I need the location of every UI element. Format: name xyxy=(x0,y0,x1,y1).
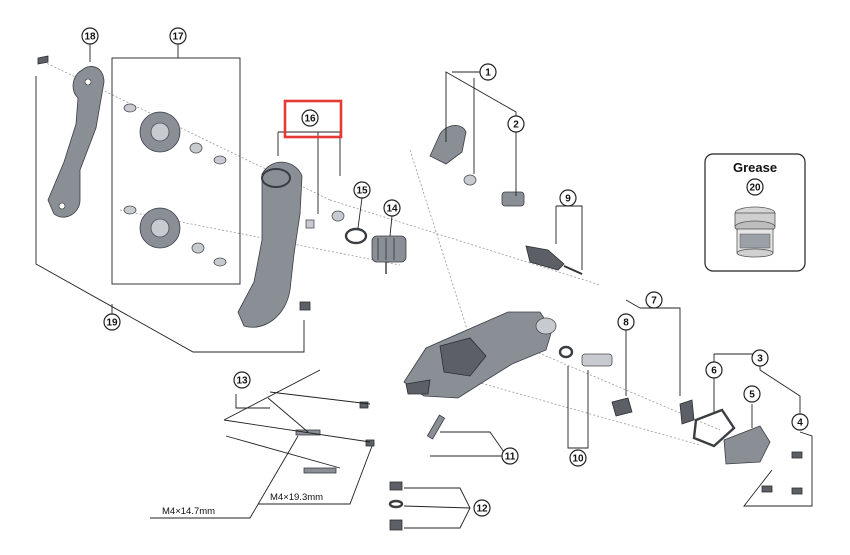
part-10-axle xyxy=(558,345,613,367)
callout-10: 10 xyxy=(569,449,587,467)
part-13-bolts xyxy=(295,401,375,474)
callout-9: 9 xyxy=(559,189,577,207)
part-6-gasket xyxy=(692,408,736,448)
callout-3: 3 xyxy=(751,349,769,367)
part-4-screws xyxy=(761,451,803,495)
part-15-ring xyxy=(331,210,368,245)
svg-text:12: 12 xyxy=(476,504,488,515)
highlight-box-16 xyxy=(283,99,343,139)
svg-text:16: 16 xyxy=(304,114,316,125)
callout-14: 14 xyxy=(383,199,401,217)
svg-text:14: 14 xyxy=(386,204,398,215)
callout-18: 18 xyxy=(81,27,99,45)
svg-text:17: 17 xyxy=(172,32,184,43)
svg-text:5: 5 xyxy=(749,390,755,401)
callout-5: 5 xyxy=(743,385,761,403)
callout-1: 1 xyxy=(479,63,497,81)
grease-box: Grease 20 xyxy=(704,153,806,272)
svg-text:9: 9 xyxy=(565,194,571,205)
svg-text:8: 8 xyxy=(623,318,629,329)
callout-17: 17 xyxy=(169,27,187,45)
svg-text:6: 6 xyxy=(711,366,717,377)
part-7-cylinder xyxy=(679,399,695,425)
svg-text:10: 10 xyxy=(572,454,584,465)
part-18-outer-plate xyxy=(37,55,105,218)
part-16-inner-plate xyxy=(237,161,315,328)
callout-20: 20 xyxy=(749,183,761,194)
callout-2: 2 xyxy=(507,115,525,133)
svg-text:11: 11 xyxy=(505,452,516,463)
svg-text:19: 19 xyxy=(106,318,118,329)
main-body xyxy=(403,311,557,399)
part-17-pulley-group xyxy=(111,57,241,285)
grease-title: Grease xyxy=(733,160,777,175)
part-11-pin xyxy=(426,414,446,440)
svg-text:3: 3 xyxy=(757,354,763,365)
callout-15: 15 xyxy=(353,181,371,199)
part-5-cover xyxy=(723,425,771,465)
callout-4: 4 xyxy=(791,413,809,431)
callout-13: 13 xyxy=(233,371,251,389)
dimension-label-long: M4×19.3mm xyxy=(270,492,323,503)
callout-7: 7 xyxy=(645,291,663,309)
leader-lines xyxy=(35,44,813,529)
svg-text:15: 15 xyxy=(356,186,368,197)
svg-text:18: 18 xyxy=(84,32,96,43)
svg-text:1: 1 xyxy=(485,68,491,79)
svg-text:7: 7 xyxy=(651,296,657,307)
part-8-adjust xyxy=(611,397,633,417)
part-12-bolt-set xyxy=(388,481,404,531)
part-9-cable-guide xyxy=(525,245,583,275)
dimension-label-short: M4×14.7mm xyxy=(162,506,215,517)
callout-6: 6 xyxy=(705,361,723,379)
callout-11: 11 xyxy=(501,447,519,465)
callout-19: 19 xyxy=(103,313,121,331)
callout-12: 12 xyxy=(473,499,491,517)
svg-text:2: 2 xyxy=(513,120,519,131)
callout-16: 16 xyxy=(301,109,319,127)
grease-jar-icon xyxy=(734,206,776,258)
svg-text:13: 13 xyxy=(236,376,248,387)
part-2-bolt xyxy=(501,191,525,207)
part-14-spring xyxy=(371,235,407,274)
part-1-bracket xyxy=(429,125,477,186)
svg-text:4: 4 xyxy=(797,418,803,429)
callout-8: 8 xyxy=(617,313,635,331)
